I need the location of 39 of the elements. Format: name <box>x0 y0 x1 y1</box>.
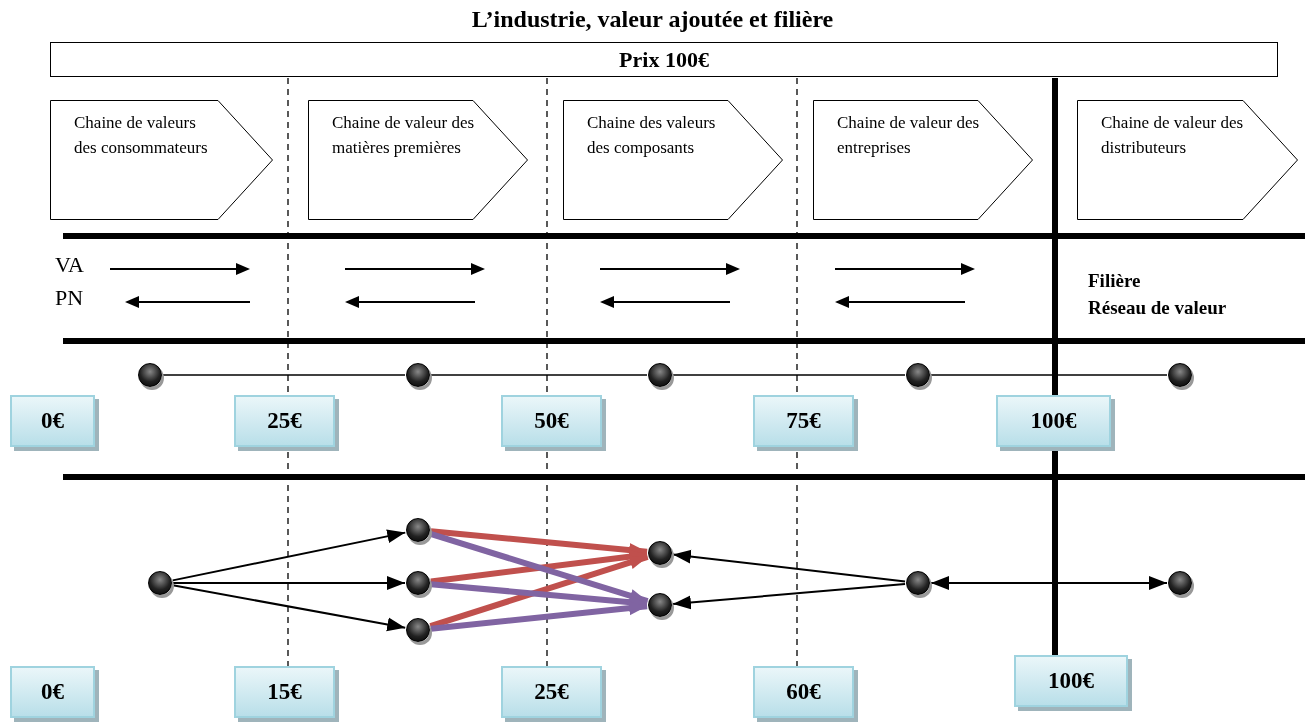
arrow <box>429 554 649 629</box>
value-text: 0€ <box>41 406 64 435</box>
value-text: 75€ <box>786 406 821 435</box>
arrow <box>171 584 407 632</box>
value-text: 15€ <box>267 677 302 706</box>
chevron-shape <box>308 100 528 220</box>
value-text: 60€ <box>786 677 821 706</box>
chevron-text: Chaine des valeurs des composants <box>587 112 717 159</box>
connector-line <box>162 374 406 376</box>
label-text: VA <box>55 254 84 276</box>
arrow <box>671 549 907 583</box>
value-text: 100€ <box>1048 666 1094 695</box>
band-text: Prix 100€ <box>619 48 709 71</box>
chevron-shape <box>1077 100 1298 220</box>
connector-line <box>672 374 906 376</box>
chevron-shape <box>563 100 783 220</box>
price-band <box>50 42 1278 77</box>
value-text: 0€ <box>41 677 64 706</box>
label-text: PN <box>55 287 84 309</box>
value-text: 25€ <box>267 406 302 435</box>
value-text: 50€ <box>534 406 569 435</box>
chevron-text: Chaine de valeur des matières premières <box>332 112 476 159</box>
label-text: Filière <box>1088 271 1141 290</box>
chevron-text: Chaine de valeurs des consommateurs <box>74 112 209 159</box>
title: L’industrie, valeur ajoutée et filière <box>470 5 835 34</box>
connector-line <box>430 374 648 376</box>
chevron-text: Chaine de valeur des distributeurs <box>1101 112 1245 159</box>
chevron-text: Chaine de valeur des entreprises <box>837 112 981 159</box>
value-text: 25€ <box>534 677 569 706</box>
label-text: Réseau de valeur <box>1088 298 1227 317</box>
arrow <box>429 531 649 604</box>
chevron-shape <box>50 100 273 220</box>
chevron-shape <box>813 100 1033 220</box>
connector-line <box>930 374 1168 376</box>
arrow <box>172 576 406 590</box>
arrow <box>671 583 907 610</box>
arrow <box>930 576 1168 590</box>
value-text: 100€ <box>1030 406 1077 435</box>
arrow <box>171 529 407 582</box>
